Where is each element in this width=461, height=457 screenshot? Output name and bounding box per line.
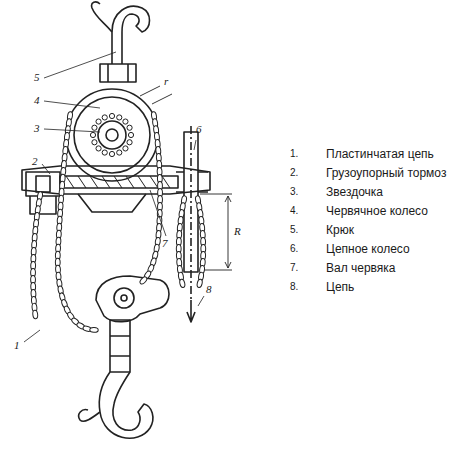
leader-line	[44, 129, 100, 132]
clevis-nut	[100, 64, 136, 82]
leader-line	[24, 330, 40, 342]
dimension-label: r	[164, 76, 168, 87]
sprocket	[98, 121, 126, 149]
part-name: Червячное колесо	[326, 205, 428, 217]
block-pulley	[114, 288, 134, 308]
callout-number: 5	[34, 72, 40, 83]
leader-line	[42, 164, 50, 174]
leader-line	[44, 52, 116, 78]
list-number: 3.	[290, 187, 298, 197]
list-number: 8.	[290, 282, 298, 292]
plate-chain-link	[102, 115, 107, 120]
leader-line	[150, 190, 166, 236]
plate-chain-link	[109, 151, 114, 156]
plate-chain-link	[109, 113, 114, 118]
worm-thread	[66, 176, 74, 188]
chain-link	[196, 279, 203, 288]
list-number: 2.	[290, 168, 298, 178]
leader-line	[44, 101, 100, 108]
worm-thread	[126, 176, 134, 188]
leader-line	[198, 296, 204, 306]
leader-line	[194, 140, 196, 150]
plate-chain-link	[123, 146, 128, 151]
housing-web	[78, 194, 146, 212]
plate-chain-link	[96, 146, 101, 151]
list-number: 4.	[290, 206, 298, 216]
part-name: Цепь	[326, 281, 354, 293]
bottom-hook	[99, 372, 153, 438]
part-name: Вал червяка	[326, 262, 396, 274]
block-pulley-pin	[121, 295, 127, 301]
pull-arrow	[187, 300, 195, 322]
worm-wheel	[66, 89, 158, 181]
callout-number: 6	[196, 124, 202, 135]
sprocket-hub	[106, 129, 118, 141]
bottom-hook-tip	[79, 410, 100, 422]
plate-chain-link	[117, 150, 122, 155]
callout-number: 7	[162, 238, 168, 249]
callout-number: 4	[34, 95, 40, 106]
part-name: Пластинчатая цепь	[326, 148, 434, 160]
hook-shank-detail	[110, 336, 130, 356]
chains	[31, 111, 206, 332]
callout-number: 2	[32, 156, 38, 167]
chain-link	[179, 279, 186, 288]
hook-block	[96, 276, 169, 322]
list-number: 1.	[290, 149, 298, 159]
plate-chain-link	[127, 125, 132, 130]
worm-thread	[150, 176, 158, 188]
plate-chain-link	[123, 119, 128, 124]
list-number: 7.	[290, 263, 298, 273]
part-name: Крюк	[326, 224, 354, 236]
worm-thread	[138, 176, 146, 188]
part-name: Грузоупорный тормоз	[326, 167, 446, 179]
worm-thread	[90, 176, 98, 188]
list-number: 5.	[290, 225, 298, 235]
part-name: Цепное колесо	[326, 243, 410, 255]
worm-thread	[162, 176, 170, 188]
hand-wheel-hub	[176, 172, 208, 192]
worm-thread	[102, 176, 110, 188]
plate-chain-link	[117, 115, 122, 120]
worm-wheel-rim	[74, 97, 150, 173]
clevis-nut-line	[127, 64, 129, 82]
callout-number: 3	[34, 123, 40, 134]
callout-number: 8	[206, 284, 212, 295]
plate-chain-link	[92, 125, 97, 130]
part-name: Звездочка	[326, 186, 383, 198]
top-hook	[112, 6, 150, 64]
list-number: 6.	[290, 244, 298, 254]
worm-thread	[78, 176, 86, 188]
hand-wheel-axis	[190, 126, 192, 300]
top-hook-tip	[92, 2, 112, 32]
dimension-line	[200, 194, 232, 270]
plate-chain-link	[90, 132, 95, 137]
load-brake-detail	[30, 176, 56, 214]
chain-link	[90, 327, 99, 332]
plate-chain-link	[96, 119, 101, 124]
worm-threads	[66, 176, 170, 188]
plate-chain-link	[92, 140, 97, 145]
worm-thread	[114, 176, 122, 188]
dimension-label: R	[234, 226, 241, 237]
dimension-line	[140, 86, 172, 104]
hook-shank	[110, 320, 130, 372]
plate-chain-link	[127, 140, 132, 145]
chain-link	[32, 310, 38, 319]
callout-number: 1	[14, 340, 20, 351]
plate-chain-link	[128, 132, 133, 137]
chain-link	[139, 276, 148, 285]
clevis-nut-line	[107, 64, 109, 82]
plate-chain-link	[102, 150, 107, 155]
